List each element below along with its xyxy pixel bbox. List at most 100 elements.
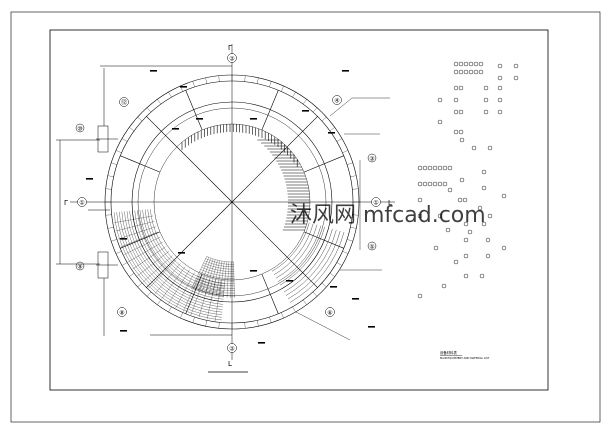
annotation-stub	[328, 132, 335, 134]
wall-tick	[312, 291, 318, 297]
spoke-diagonal-1	[146, 116, 233, 203]
legend-bubble	[468, 61, 474, 67]
legend-bubble	[501, 193, 507, 199]
legend-bubble	[481, 185, 487, 191]
annotation-stub	[172, 128, 179, 130]
legend-bubble	[458, 69, 464, 75]
legend-bubble	[417, 181, 423, 187]
wall-tick	[312, 107, 318, 113]
annotation-stub	[150, 70, 157, 72]
annotation-stub	[178, 252, 185, 254]
spoke-diagonal-2	[146, 201, 233, 288]
annotation-stub	[352, 298, 359, 300]
sw-radial	[168, 269, 190, 304]
wall-tick	[269, 81, 272, 87]
sw-radial	[215, 281, 221, 321]
legend-bubble	[457, 197, 463, 203]
legend-bubble	[427, 165, 433, 171]
se-arc	[271, 222, 310, 272]
se-arc	[277, 225, 322, 282]
legend-bubble	[473, 61, 479, 67]
sw-radial	[115, 221, 155, 232]
legend-bubble	[463, 273, 469, 279]
spoke-outer-0	[303, 155, 344, 173]
wall-tick	[329, 127, 335, 131]
wall-tick	[146, 107, 152, 113]
legend-bubble	[462, 197, 468, 203]
wall-tick	[129, 273, 135, 277]
legend-bubble	[501, 245, 507, 251]
legend-bubble	[478, 61, 484, 67]
legend-bubble	[453, 129, 459, 135]
annotation-stub	[250, 118, 257, 120]
legend-bubble	[432, 165, 438, 171]
left-pipe-details	[56, 65, 232, 336]
cross-arc	[193, 284, 236, 294]
wall-tick	[352, 188, 359, 190]
se-arc	[273, 223, 314, 275]
cross-radial	[223, 261, 227, 298]
wall-tick	[107, 227, 114, 229]
se-arc	[275, 224, 318, 279]
wall-tick	[105, 214, 112, 216]
legend-bubble	[463, 221, 469, 227]
annotation-stub	[120, 238, 127, 240]
legend-title: 设备材料表	[440, 350, 458, 355]
wall-tick	[281, 312, 284, 319]
se-arc	[289, 231, 345, 303]
grid-callout-w-upper: ⑩	[75, 123, 85, 133]
sw-radial	[142, 255, 173, 283]
wall-tick	[292, 91, 296, 98]
annotation-stub	[368, 326, 375, 328]
legend-bubble	[437, 213, 443, 219]
legend-bubble	[433, 245, 439, 251]
cross-arc	[200, 269, 235, 277]
radial-spokes	[120, 90, 344, 314]
legend-bubble	[487, 213, 493, 219]
annotation-stub	[120, 330, 127, 332]
se-arc	[281, 227, 329, 289]
legend-bubble	[485, 237, 491, 243]
cross-radial	[208, 260, 218, 296]
crosshatch-sw-sector	[191, 256, 236, 298]
legend-bubble	[477, 205, 483, 211]
annotation-stub	[286, 280, 293, 282]
legend-bubble	[417, 165, 423, 171]
wall-tick	[342, 251, 349, 254]
sw-arc	[137, 210, 224, 297]
cross-radial	[201, 258, 214, 294]
right-leader-lines	[295, 97, 390, 341]
cross-arc	[196, 278, 235, 287]
legend-bubble	[483, 85, 489, 91]
legend-bubble	[447, 187, 453, 193]
svg-text:⑫: ⑫	[121, 99, 127, 107]
legend-bubble	[483, 97, 489, 103]
spoke-outer-6	[261, 273, 279, 314]
cross-arc	[201, 267, 235, 275]
cross-radial	[226, 261, 229, 298]
svg-text:⑩: ⑩	[77, 126, 82, 133]
legend-bubble	[497, 63, 503, 69]
legend-bubble	[513, 75, 519, 81]
sw-radial	[124, 236, 161, 255]
legend-bubble	[453, 69, 459, 75]
cross-radial	[191, 256, 207, 290]
wall-tick	[257, 320, 259, 327]
spoke-diagonal-3	[231, 201, 318, 288]
legend-bubble	[417, 213, 423, 219]
cross-radial	[205, 259, 216, 295]
legend-bubble	[497, 75, 503, 81]
wall-tick	[205, 77, 207, 84]
wall-tick	[257, 77, 259, 84]
wall-tick	[111, 162, 117, 165]
sw-radial	[175, 272, 195, 309]
legend-bubble	[463, 253, 469, 259]
wall-tick	[168, 91, 172, 98]
spoke-outer-7	[303, 231, 344, 249]
legend-bubble	[441, 283, 447, 289]
legend-bubble	[458, 61, 464, 67]
legend-bubble	[427, 181, 433, 187]
grid-callout-bottom: ②	[227, 343, 237, 353]
wall-tick	[269, 317, 272, 323]
